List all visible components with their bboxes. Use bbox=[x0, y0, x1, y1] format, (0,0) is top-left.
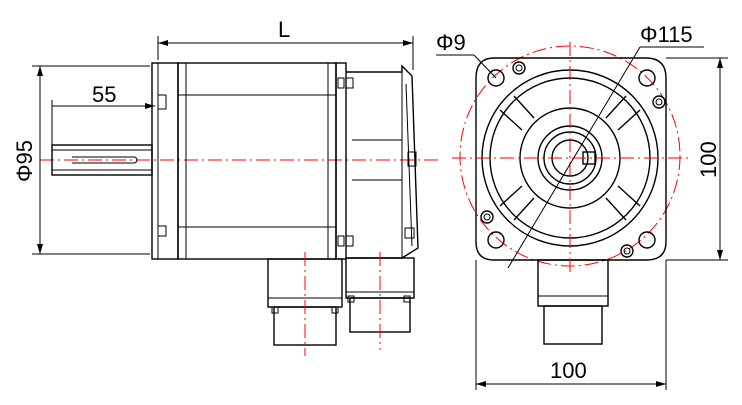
square-flange bbox=[475, 57, 667, 261]
front-view: Φ9 Φ115 100 100 bbox=[436, 22, 728, 390]
encoder-connector bbox=[345, 252, 415, 350]
dim-diameter: Φ95 bbox=[12, 65, 150, 255]
dim-width: 100 bbox=[475, 260, 667, 390]
flange bbox=[151, 62, 179, 260]
dim-shaft-length-label: 55 bbox=[92, 82, 116, 107]
screws bbox=[480, 61, 666, 258]
side-view: L 55 Φ95 bbox=[12, 17, 440, 356]
power-connector bbox=[267, 252, 343, 356]
dim-diameter-label: Φ95 bbox=[12, 140, 37, 182]
dim-length: L bbox=[157, 17, 414, 70]
dim-bolt-circle-label: Φ115 bbox=[640, 22, 693, 47]
dim-width-label: 100 bbox=[550, 358, 587, 383]
dim-height-label: 100 bbox=[696, 141, 721, 178]
dim-bolt-circle: Φ115 bbox=[507, 22, 704, 269]
dim-shaft-length: 55 bbox=[51, 82, 155, 145]
motor-body bbox=[177, 62, 354, 260]
encoder-housing bbox=[346, 64, 419, 259]
mounting-holes bbox=[487, 69, 656, 249]
dim-height: 100 bbox=[666, 57, 728, 261]
dim-bolt-hole: Φ9 bbox=[436, 30, 497, 79]
dim-bolt-hole-label: Φ9 bbox=[436, 30, 466, 55]
front-connector bbox=[537, 259, 609, 345]
dim-length-label: L bbox=[278, 17, 290, 42]
